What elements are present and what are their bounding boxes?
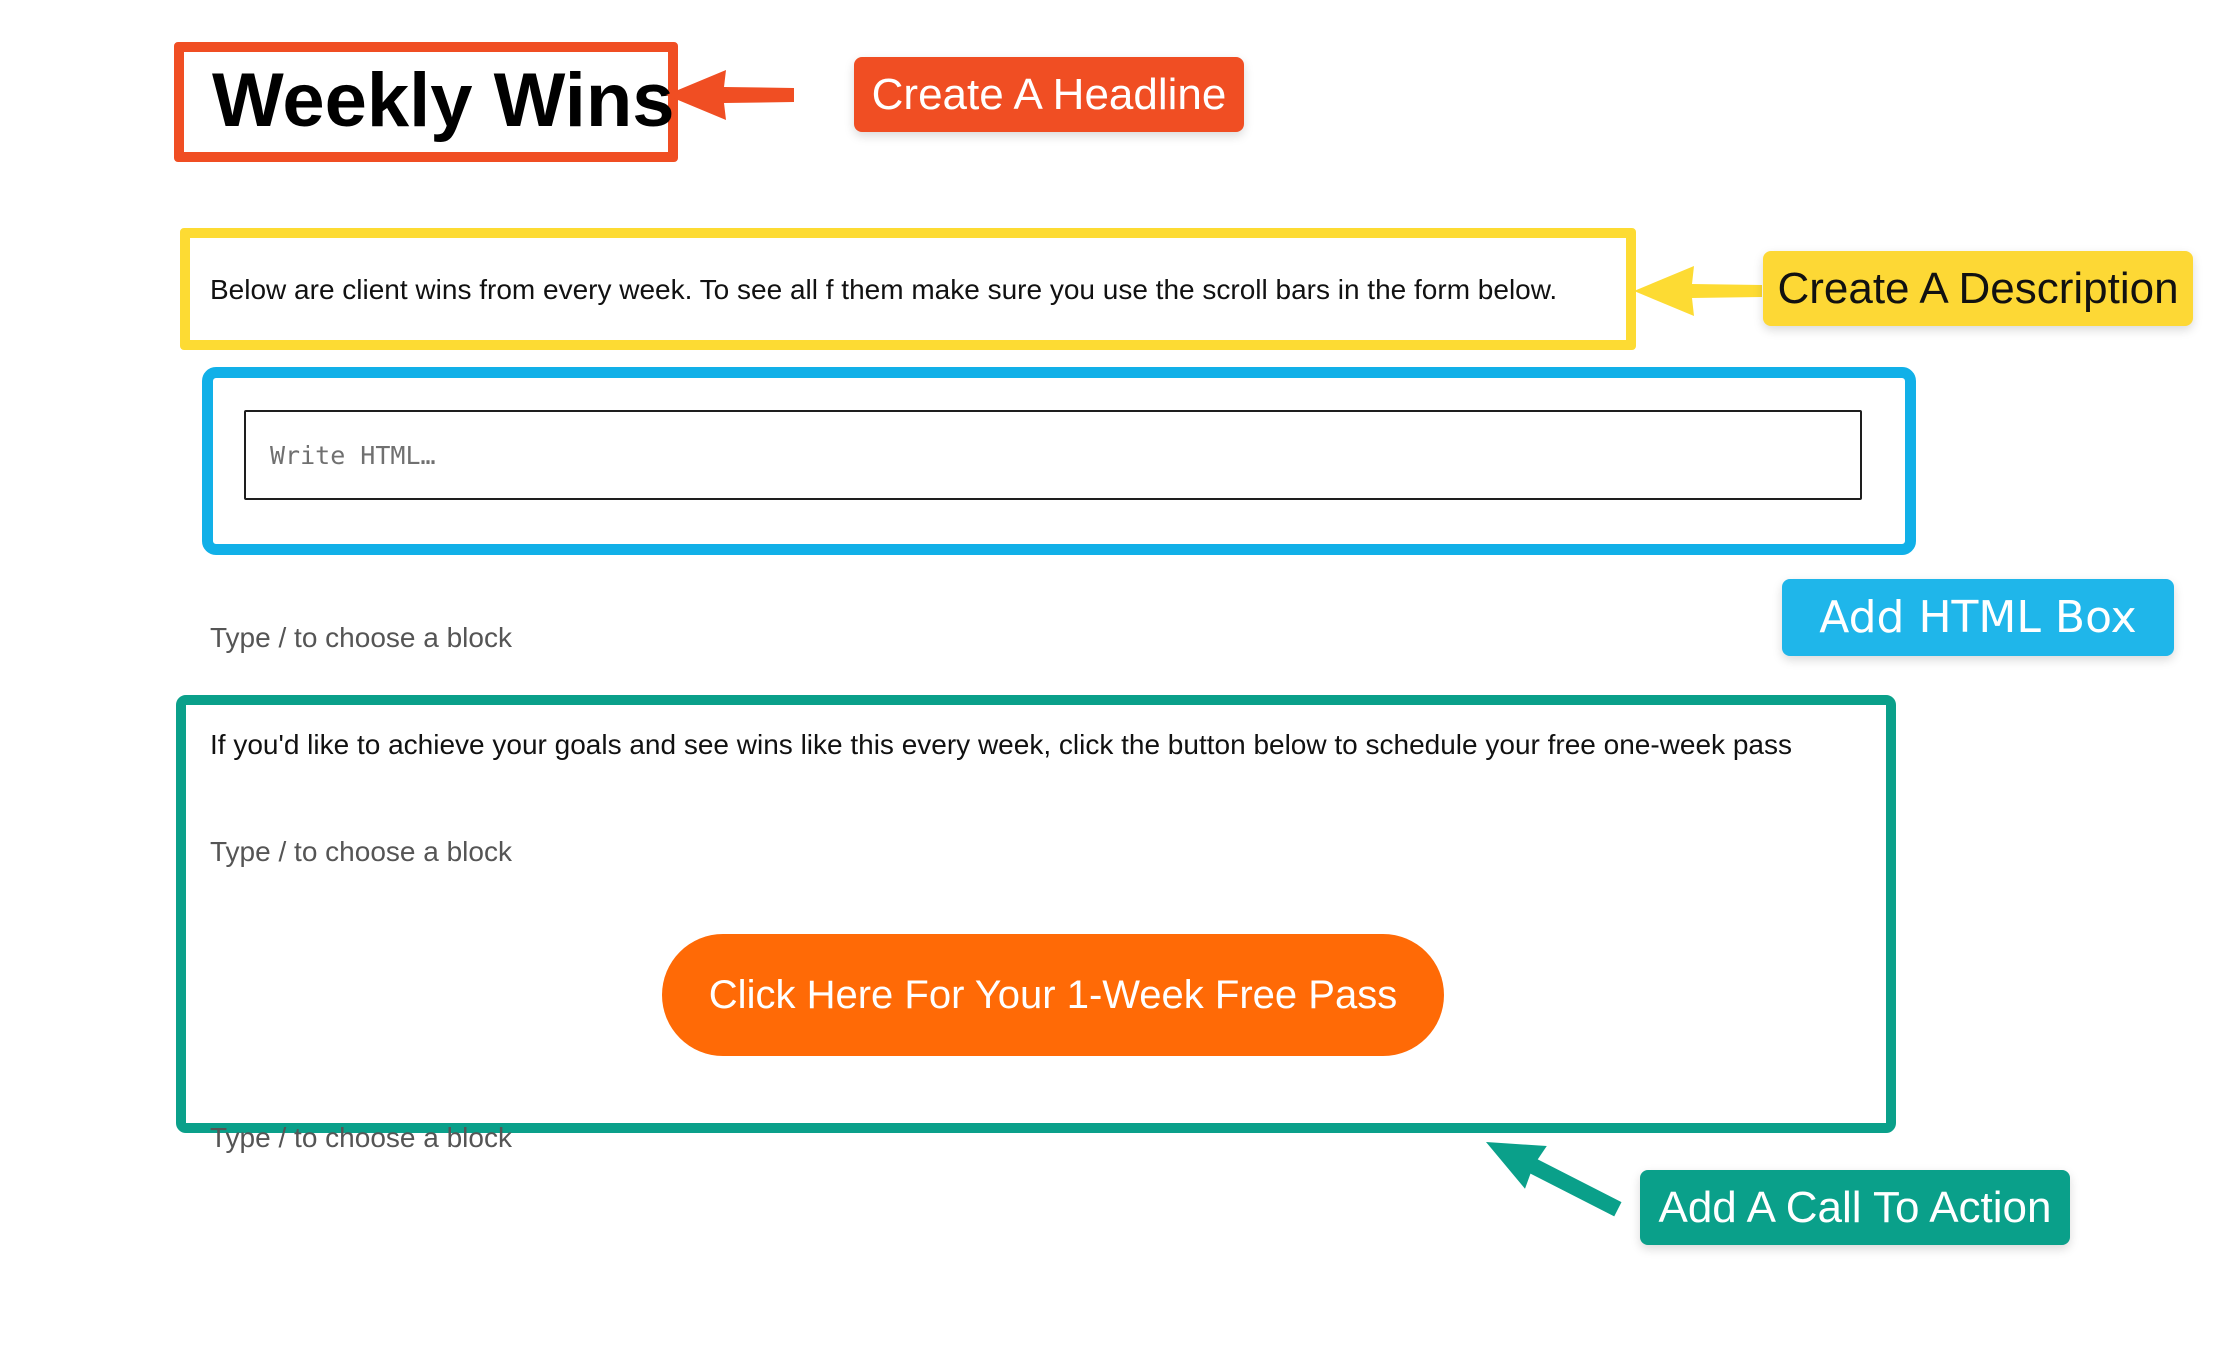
arrow-left-icon bbox=[666, 70, 794, 120]
callout-create-description: Create A Description bbox=[1763, 251, 2193, 326]
description-paragraph[interactable]: Below are client wins from every week. T… bbox=[210, 274, 1558, 305]
block-inserter-placeholder[interactable]: Type / to choose a block bbox=[210, 1122, 512, 1153]
html-block-highlight-frame bbox=[202, 367, 1916, 555]
cta-paragraph[interactable]: If you'd like to achieve your goals and … bbox=[210, 729, 1792, 760]
description-highlight-frame bbox=[180, 228, 1636, 350]
callout-create-headline: Create A Headline bbox=[854, 57, 1244, 132]
cta-highlight-frame bbox=[176, 695, 1896, 1133]
page-title[interactable]: Weekly Wins bbox=[212, 58, 675, 143]
callout-add-call-to-action: Add A Call To Action bbox=[1640, 1170, 2070, 1245]
block-inserter-placeholder[interactable]: Type / to choose a block bbox=[210, 622, 512, 653]
arrow-left-icon bbox=[1634, 266, 1762, 316]
headline-highlight-frame bbox=[174, 42, 678, 162]
html-code-input[interactable] bbox=[244, 410, 1862, 500]
block-inserter-placeholder[interactable]: Type / to choose a block bbox=[210, 836, 512, 867]
free-pass-button[interactable]: Click Here For Your 1-Week Free Pass bbox=[662, 934, 1444, 1056]
callout-add-html-box: Add HTML Box bbox=[1782, 579, 2174, 656]
arrow-up-left-icon bbox=[1486, 1142, 1622, 1217]
